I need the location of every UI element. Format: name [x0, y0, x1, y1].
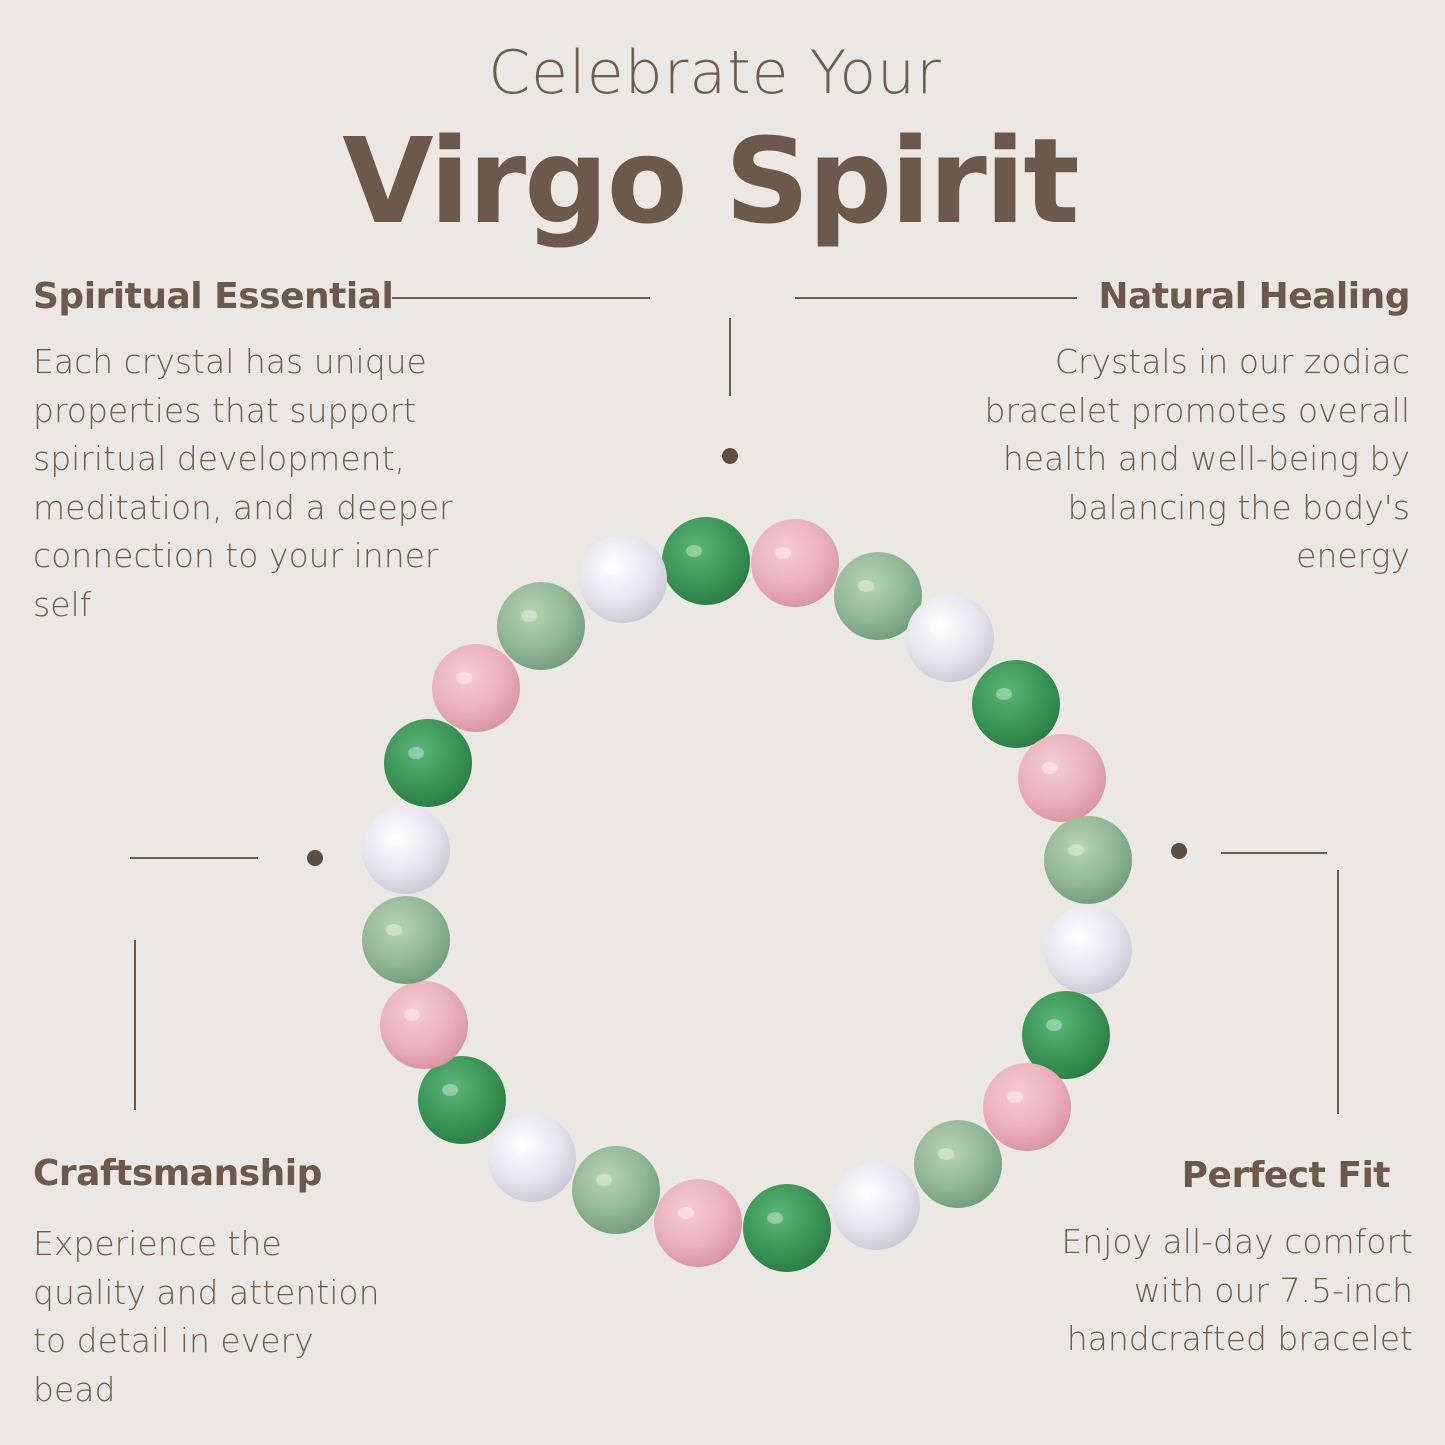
feature-heading-craftsmanship: Craftsmanship: [33, 1153, 322, 1194]
bead-highlight: [775, 547, 791, 559]
text-line: energy: [1296, 536, 1410, 575]
bead-highlight: [930, 622, 946, 634]
bead-green: [743, 1184, 831, 1272]
bead-amaz: [497, 582, 585, 670]
bead-pink: [380, 981, 468, 1069]
bead-amaz: [914, 1120, 1002, 1208]
bead-green: [418, 1056, 506, 1144]
connector-line: [795, 297, 1077, 299]
bead-highlight: [596, 1174, 612, 1186]
bead-highlight: [442, 1084, 458, 1096]
text-line: quality and attention: [33, 1272, 380, 1312]
bead-highlight: [521, 610, 537, 622]
connector-line: [392, 297, 650, 299]
feature-heading-healing: Natural Healing: [1098, 276, 1410, 317]
text-line: meditation, and a deeper: [33, 487, 453, 527]
bead-amaz: [572, 1146, 660, 1234]
bead-clear: [832, 1162, 920, 1250]
text-line: self: [33, 584, 92, 624]
connector-line: [134, 940, 136, 1110]
feature-text-craftsmanship: Experience the quality and attention to …: [33, 1220, 379, 1414]
bead-amaz: [834, 552, 922, 640]
bead-highlight: [1068, 934, 1084, 946]
bead-highlight: [408, 747, 424, 759]
bead-clear: [906, 594, 994, 682]
bead-clear: [579, 535, 667, 623]
text-line: bead: [33, 1369, 116, 1409]
bead-highlight: [1042, 762, 1058, 774]
bead-highlight: [386, 834, 402, 846]
feature-heading-fit: Perfect Fit: [1181, 1155, 1391, 1196]
feature-text-healing: Crystals in our zodiac bracelet promotes…: [985, 338, 1410, 581]
subtitle: Celebrate Your: [488, 38, 942, 108]
text-line: to detail in every: [33, 1321, 314, 1360]
text-line: connection to your inner: [33, 536, 439, 575]
bead-highlight: [512, 1142, 528, 1154]
page-title: Virgo Spirit: [342, 112, 1079, 250]
text-line: health and well-being by: [1002, 439, 1410, 478]
bead-highlight: [856, 1190, 872, 1202]
bead-amaz: [1044, 816, 1132, 904]
bead-pink: [751, 519, 839, 607]
text-line: bracelet promotes overall: [984, 390, 1410, 430]
bead-highlight: [404, 1009, 420, 1021]
bead-amaz: [362, 896, 450, 984]
bead-highlight: [686, 545, 702, 557]
bead-green: [1022, 991, 1110, 1079]
feature-text-spiritual: Each crystal has unique properties that …: [33, 338, 453, 629]
text-line: balancing the body's: [1067, 487, 1410, 527]
bead-pink: [983, 1063, 1071, 1151]
bead-highlight: [603, 563, 619, 575]
bead-pink: [654, 1179, 742, 1267]
bead-highlight: [678, 1207, 694, 1219]
bead-highlight: [1007, 1091, 1023, 1103]
feature-text-fit: Enjoy all-day comfort with our 7.5-inch …: [1061, 1218, 1413, 1364]
text-line: Crystals in our zodiac: [1054, 342, 1410, 381]
connector-dot: [307, 850, 323, 866]
bead-green: [384, 719, 472, 807]
bead-pink: [432, 644, 520, 732]
bead-clear: [488, 1114, 576, 1202]
bead-highlight: [996, 688, 1012, 700]
bead-highlight: [767, 1212, 783, 1224]
connector-dot: [722, 448, 738, 464]
bead-clear: [1044, 906, 1132, 994]
connector-dot: [1171, 843, 1187, 859]
bead-highlight: [938, 1148, 954, 1160]
connector-line: [729, 318, 731, 396]
connector-line: [130, 857, 258, 859]
text-line: properties that support: [33, 390, 417, 430]
text-line: handcrafted bracelet: [1066, 1319, 1413, 1358]
text-line: Experience the: [33, 1224, 282, 1263]
bead-pink: [1018, 734, 1106, 822]
bead-highlight: [386, 924, 402, 936]
text-line: with our 7.5-inch: [1133, 1270, 1413, 1310]
text-line: spiritual development,: [33, 439, 405, 478]
text-line: Each crystal has unique: [33, 342, 427, 381]
bead-green: [662, 517, 750, 605]
connector-line: [1337, 870, 1339, 1114]
bead-highlight: [858, 580, 874, 592]
bead-highlight: [1068, 844, 1084, 856]
connector-line: [1221, 852, 1327, 854]
bead-green: [972, 660, 1060, 748]
bead-highlight: [456, 672, 472, 684]
bead-clear: [362, 806, 450, 894]
text-line: Enjoy all-day comfort: [1061, 1222, 1413, 1261]
bead-highlight: [1046, 1019, 1062, 1031]
feature-heading-spiritual: Spiritual Essential: [33, 276, 394, 317]
